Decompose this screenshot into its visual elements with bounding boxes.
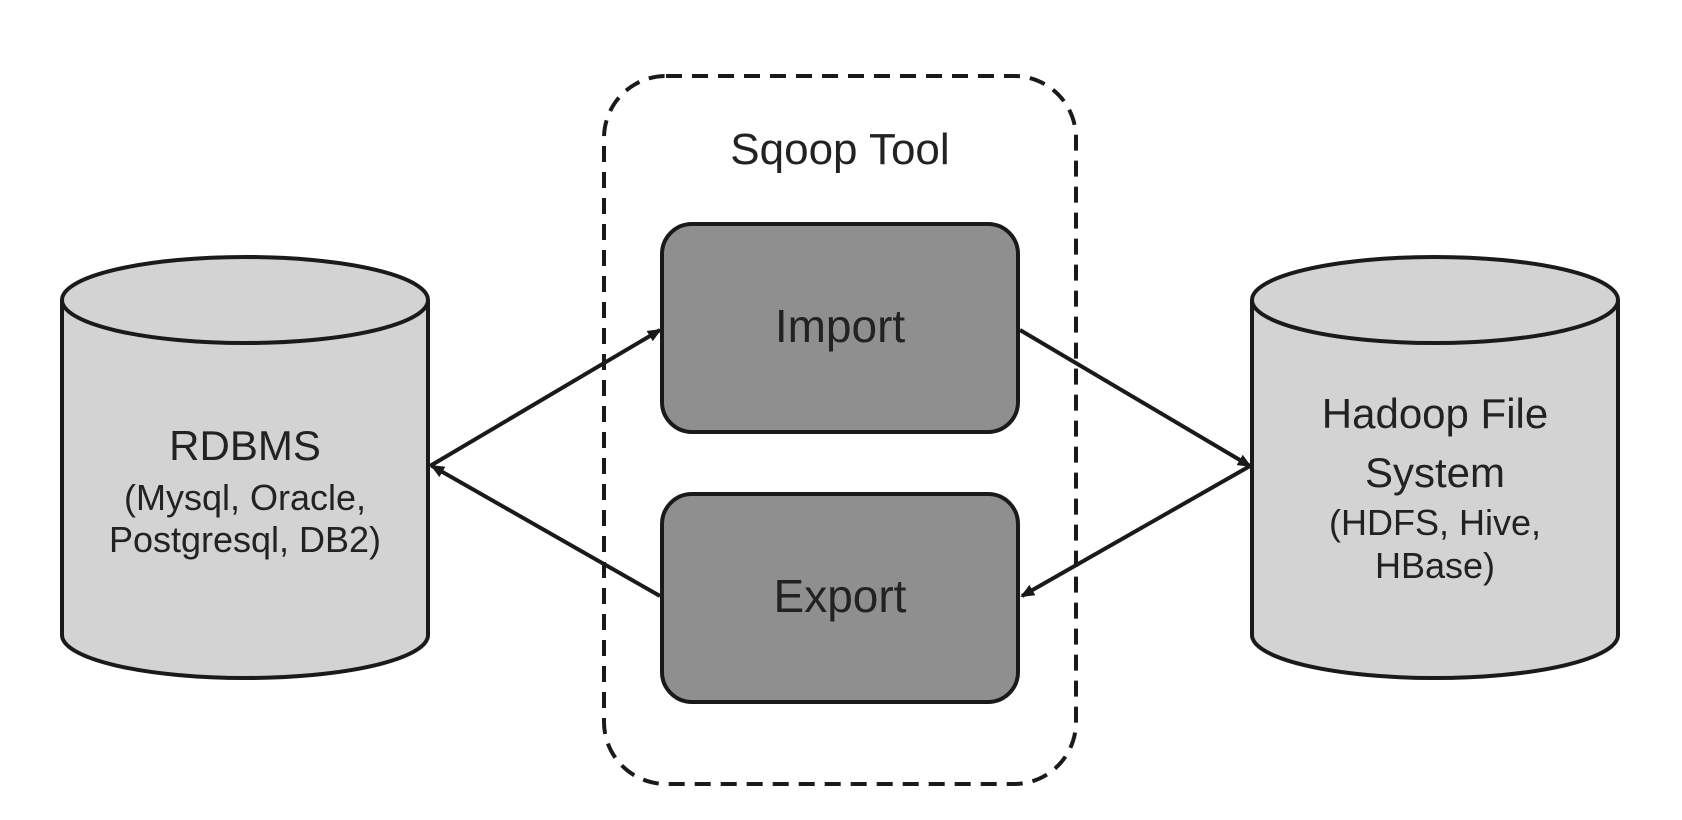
hadoop-cylinder: Hadoop File System (HDFS, Hive, HBase)	[1250, 255, 1620, 680]
arrow-import-to-hadoop	[1018, 328, 1252, 468]
export-box: Export	[660, 492, 1020, 704]
hadoop-title-line-1: Hadoop File	[1322, 390, 1548, 437]
export-label: Export	[774, 570, 907, 622]
rdbms-engines-line-1: (Mysql, Oracle,	[124, 477, 366, 518]
rdbms-cylinder-body	[60, 300, 430, 680]
rdbms-cylinder: RDBMS (Mysql, Oracle, Postgresql, DB2)	[60, 255, 430, 680]
hadoop-title-line-2: System	[1365, 449, 1505, 496]
rdbms-engines-line-2: Postgresql, DB2)	[109, 519, 381, 560]
hadoop-cylinder-top	[1250, 255, 1620, 345]
hadoop-stores-line-1: (HDFS, Hive,	[1329, 502, 1541, 543]
arrow-rdbms-to-import	[428, 328, 662, 468]
rdbms-title: RDBMS	[169, 422, 321, 469]
arrow-hadoop-to-export	[1020, 464, 1251, 598]
import-box: Import	[660, 222, 1020, 434]
rdbms-cylinder-top	[60, 255, 430, 345]
import-label: Import	[775, 300, 906, 352]
import-box-shape	[660, 222, 1020, 434]
hadoop-stores-line-2: HBase)	[1375, 545, 1495, 586]
sqoop-tool-container	[602, 74, 1078, 786]
sqoop-tool-title: Sqoop Tool	[730, 125, 949, 174]
arrow-export-to-rdbms	[430, 464, 661, 598]
export-box-shape	[660, 492, 1020, 704]
hadoop-cylinder-body	[1250, 300, 1620, 680]
